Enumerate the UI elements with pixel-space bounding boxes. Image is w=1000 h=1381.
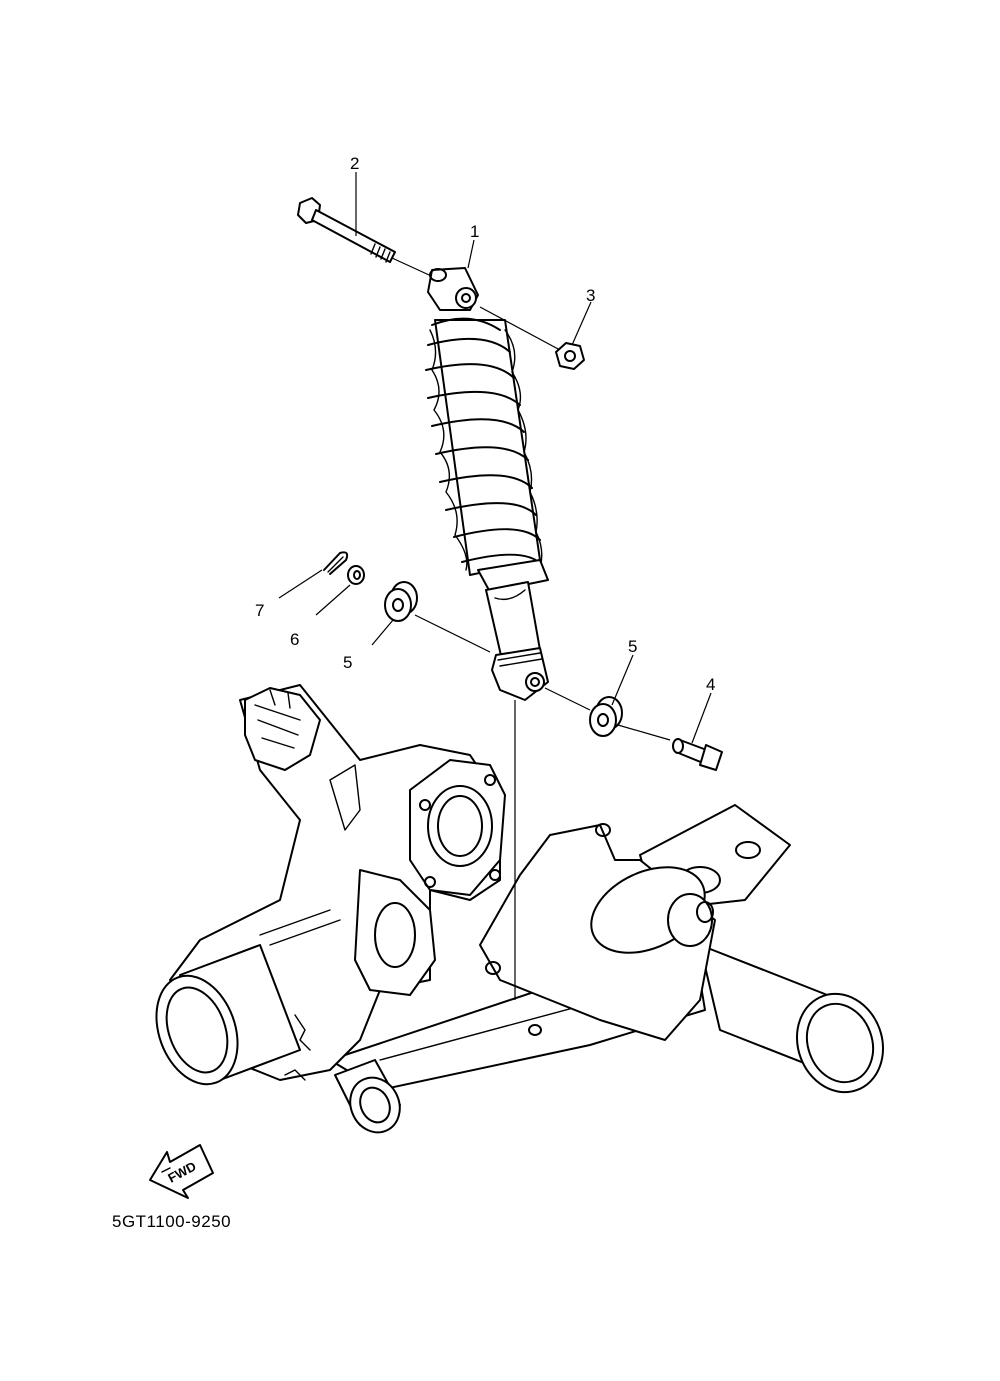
assembly-lines	[391, 257, 671, 1000]
part-3-nut	[555, 342, 585, 370]
callout-4: 4	[706, 675, 715, 694]
callout-1: 1	[470, 222, 479, 241]
part-6-washer	[347, 565, 365, 585]
callout-5-left: 5	[343, 653, 352, 672]
callout-6: 6	[290, 630, 299, 649]
part-5-collar-left	[384, 581, 418, 622]
callout-3: 3	[586, 286, 595, 305]
callout-5-right: 5	[628, 637, 637, 656]
callout-numbers: 2 1 3 4 5 5 6 7	[255, 154, 715, 694]
diagram-code: 5GT1100-9250	[112, 1212, 232, 1231]
part-2-bolt	[297, 197, 396, 263]
callout-2: 2	[350, 154, 359, 173]
part-5-collar-right	[589, 696, 623, 737]
leader-lines	[278, 172, 712, 744]
callout-7: 7	[255, 601, 264, 620]
fwd-arrow-icon: FWD	[149, 1144, 214, 1199]
part-1-shock-absorber	[425, 267, 549, 701]
part-7-cotter-pin	[323, 551, 349, 575]
part-4-pin	[672, 738, 723, 771]
swing-arm	[155, 684, 885, 1134]
